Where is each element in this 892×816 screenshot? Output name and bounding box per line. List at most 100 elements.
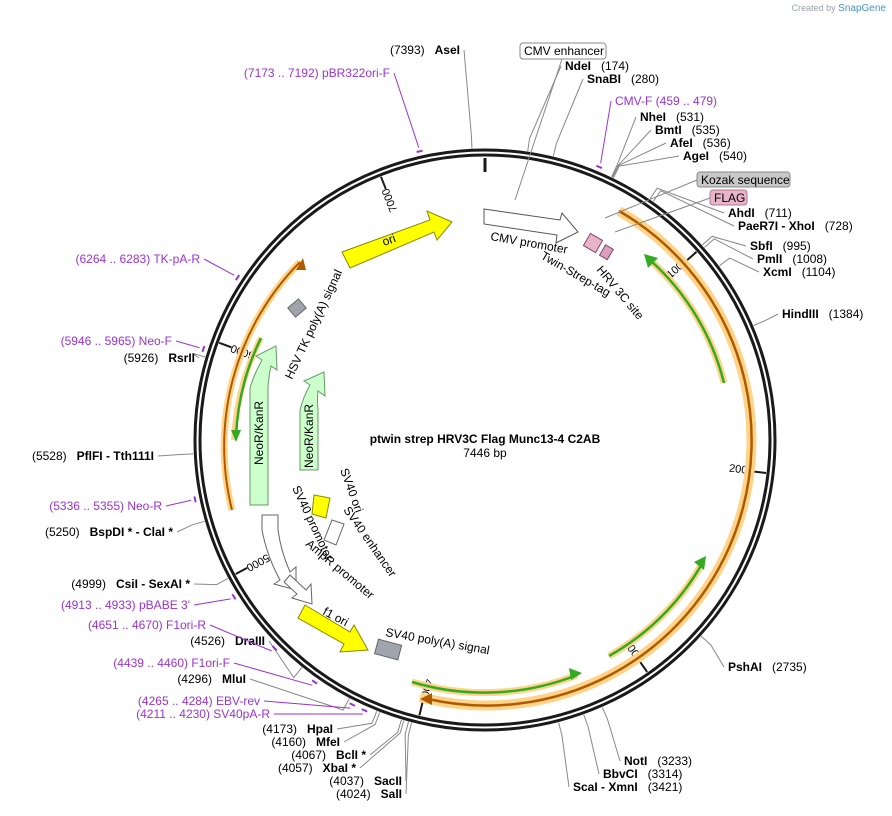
sv40-ori-box[interactable] [311,494,331,519]
enzyme-site[interactable]: (7393)AseI [390,43,473,149]
hsv-tk-polya-box[interactable] [287,298,307,318]
boxed-feature-labels: CMV enhancer Kozak sequence FLAG [514,42,791,233]
enzyme-site[interactable]: PshAI(2735) [700,635,807,674]
enzyme-site[interactable]: (5250)BspDI * - ClaI * [45,520,205,539]
primer-site[interactable]: (4913 .. 4933) pBABE 3' [61,593,237,612]
enzyme-pos: (5528) [32,449,67,463]
sv40-promoter-arrow[interactable] [261,514,297,591]
primer-site[interactable]: (7173 .. 7192) pBR322ori-F [244,66,423,153]
enzyme-leader [336,711,378,730]
enzyme-pos: (4296) [177,672,212,686]
enzyme-label: (7393)AseI [390,43,460,57]
primer-mark [595,164,603,169]
enzyme-site[interactable]: (4999)CsiI - SexAI * [71,577,229,591]
enzyme-site[interactable]: (4037)SacII [329,721,410,788]
enzyme-label: PaeR7I - XhoI(728) [738,219,853,233]
ori-arrow[interactable] [341,210,453,269]
primer-site[interactable]: (4439 .. 4460) F1ori-F [113,656,318,686]
enzyme-site[interactable]: (4173)HpaI [262,711,378,736]
feature-label-sv40-polya[interactable]: SV40 poly(A) signal [384,625,490,657]
feature-label-neor-inner[interactable]: NeoR/KanR [302,404,316,468]
primer-site[interactable]: (5946 .. 5965) Neo-F [61,334,206,353]
snapgene-logo: SnapGene [838,3,886,14]
neor-kanr-arrow-outer[interactable] [249,345,278,506]
primer-label: (4651 .. 4670) F1ori-R [88,618,206,632]
enzyme-label: XcmI(1104) [763,265,835,279]
primer-label: (4211 .. 4230) SV40pA-R [136,707,270,721]
enzyme-pos: (3233) [657,754,692,768]
enzyme-site[interactable]: (5528) PflFI - Tth111I [32,449,194,463]
enzyme-name: NotI [624,754,647,768]
enzyme-site[interactable]: (4296)MluI [177,672,350,711]
primer-site[interactable]: (4265 .. 4284) EBV-rev [138,694,356,709]
enzyme-name: MfeI [316,735,340,749]
sv40-polya-box[interactable] [373,638,403,661]
primer-leader [165,499,192,507]
green-arrow-upper[interactable] [647,257,728,384]
enzyme-site[interactable]: ScaI - XmnI(3421) [558,722,683,794]
enzyme-site[interactable]: NdeI(174) [527,59,629,152]
enzyme-site[interactable]: SbfI(995) [702,235,811,253]
enzyme-name: PshAI [728,660,762,674]
enzyme-site[interactable]: NheI(531) [611,110,705,178]
flag-label: FLAG [714,191,745,205]
f1-ori-arrow[interactable] [297,604,369,653]
primer-site[interactable]: (5336 .. 5355) Neo-R [49,496,197,513]
primer-leader [233,662,313,686]
flag-box[interactable] [709,189,748,206]
enzyme-site[interactable]: (5926)RsrII [124,351,206,365]
enzyme-leader [343,712,381,743]
twin-strep-glyph[interactable] [582,232,604,254]
enzyme-label: PmlI(1008) [757,252,827,266]
plasmid-name: ptwin strep HRV3C Flag Munc13-4 C2AB [370,432,601,446]
enzyme-label: NdeI(174) [565,59,629,73]
enzyme-label: ScaI - XmnI(3421) [573,780,682,794]
primer-label: (7173 .. 7192) pBR322ori-F [244,66,390,80]
enzyme-site[interactable]: HindIII(1384) [753,307,864,326]
green-arrow-upper-head [644,254,658,268]
feature-label-neor-outer[interactable]: NeoR/KanR [252,401,266,465]
hrv3c-glyph[interactable] [598,244,615,261]
neor-kanr-arrow-inner[interactable] [299,371,326,471]
cmv-promoter-arrow[interactable] [483,208,579,244]
enzyme-site[interactable]: AfeI(536) [612,136,731,178]
primer-site[interactable]: (4651 .. 4670) F1ori-R [88,618,278,652]
enzyme-site[interactable]: AgeI(540) [613,149,747,179]
cmv-enhancer-box[interactable] [519,42,607,60]
kozak-box[interactable] [696,171,791,188]
enzyme-site[interactable]: PaeR7I - XhoI(728) [652,190,853,233]
enzyme-leader [583,714,600,775]
enzyme-site[interactable]: PmlI(1008) [704,238,827,266]
primer-site[interactable]: (6264 .. 6283) TK-pA-R [75,252,241,281]
ampr-promoter-arrow[interactable] [283,574,313,605]
enzyme-site[interactable]: XcmI(1104) [719,257,835,279]
enzyme-site[interactable]: AhdI(711) [649,187,792,220]
sv40-enhancer-box[interactable] [323,519,345,546]
feature-label-ori[interactable]: ori [380,231,397,249]
enzyme-name: ScaI - XmnI [573,780,638,794]
enzyme-site[interactable]: (4067)BclI * [291,719,402,762]
enzyme-site[interactable]: SnaBI(280) [552,72,659,157]
feature-label-hsv-tk[interactable]: HSV TK poly(A) signal [282,267,345,381]
green-arrow-right-line [608,561,705,658]
enzyme-leader [193,578,229,586]
enzyme-site[interactable]: (4160)MfeI [271,712,381,749]
enzyme-pos: (535) [692,123,720,137]
primer-leader [263,700,351,709]
enzyme-leader [601,707,621,762]
enzyme-label: SnaBI(280) [587,72,659,86]
enzyme-label: BbvCI(3314) [603,767,682,781]
enzyme-pos: (4173) [262,722,297,736]
enzyme-site[interactable]: (4024)SalI [336,722,413,801]
enzyme-pos: (5926) [124,351,159,365]
enzyme-site[interactable]: BbvCI(3314) [583,714,683,781]
enzyme-leader [157,453,194,457]
primer-site[interactable]: (4211 .. 4230) SV40pA-R [136,707,368,721]
primer-leader [203,258,235,276]
primer-label: (5336 .. 5355) Neo-R [49,499,162,513]
primer-site[interactable]: CMV-F (459 .. 479) [595,94,717,169]
enzyme-name: BbvCI [603,767,638,781]
enzyme-site[interactable]: NotI (3233) [601,707,692,768]
enzyme-site[interactable]: (4057)XbaI * [278,720,405,775]
enzyme-name: PflFI - Tth111I [77,449,154,463]
